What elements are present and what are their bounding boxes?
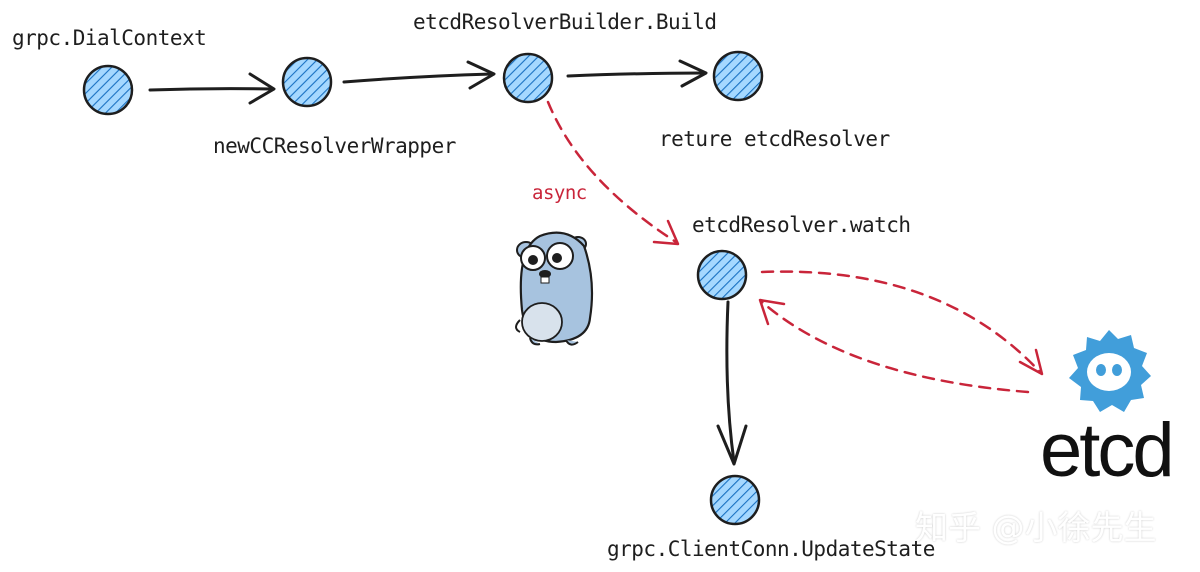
go-gopher-icon	[515, 231, 594, 346]
node-dial-context	[82, 64, 134, 116]
watermark: 知乎 @小徐先生	[915, 508, 1157, 547]
etcd-logo-text: etcd	[1040, 408, 1175, 493]
edge-build-to-return	[566, 59, 708, 88]
edge-watch-to-etcd	[760, 270, 1044, 376]
label-new-cc-resolver-wrapper: newCCResolverWrapper	[213, 134, 456, 158]
label-build: etcdResolverBuilder.Build	[413, 10, 717, 34]
edge-wrapper-to-build	[342, 60, 496, 90]
label-async: async	[532, 182, 587, 204]
node-return-resolver	[712, 50, 764, 102]
node-build	[502, 52, 554, 104]
node-update-state	[709, 474, 761, 526]
label-return-resolver: reture etcdResolver	[659, 127, 890, 151]
edge-watch-to-update-state	[716, 300, 748, 466]
node-watch	[696, 249, 748, 301]
label-update-state: grpc.ClientConn.UpdateState	[607, 537, 935, 561]
edge-build-to-watch-async	[546, 100, 680, 246]
edge-etcd-to-watch	[758, 298, 1030, 394]
label-dial-context: grpc.DialContext	[12, 26, 207, 50]
node-new-cc-resolver-wrapper	[281, 56, 333, 108]
label-watch: etcdResolver.watch	[692, 213, 911, 237]
etcd-gear-robot-icon	[1069, 330, 1151, 412]
edge-dial-to-wrapper	[148, 72, 276, 105]
